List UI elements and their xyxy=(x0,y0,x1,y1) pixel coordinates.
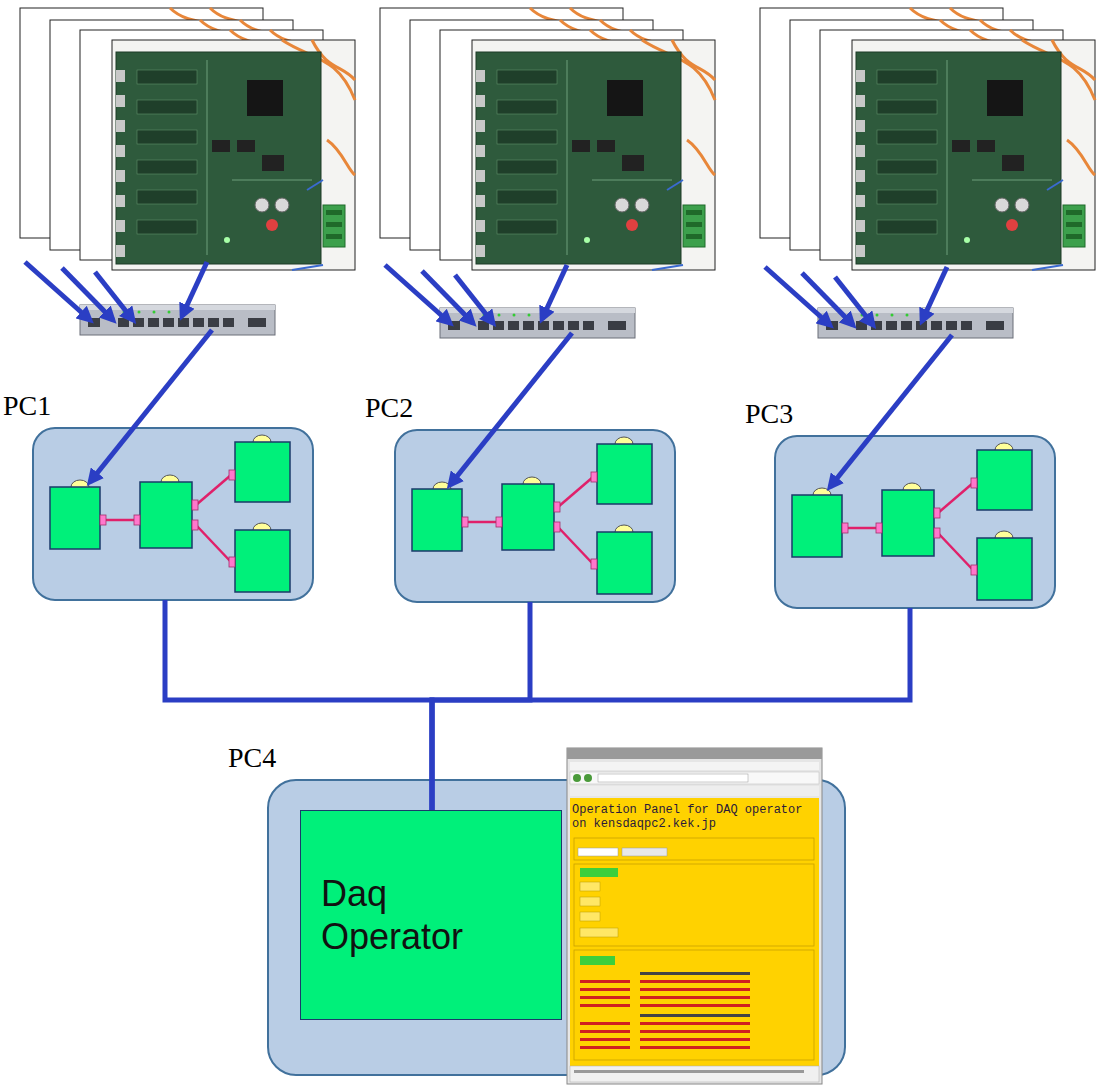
browser-screenshot-part xyxy=(580,980,630,983)
readout-boards xyxy=(760,8,1095,270)
browser-screenshot-part xyxy=(580,882,600,891)
browser-screenshot-part xyxy=(570,762,819,770)
browser-screenshot-part xyxy=(598,774,748,782)
pc-components xyxy=(775,436,1055,608)
browser-screenshot-part xyxy=(580,1022,630,1025)
pc-label: PC3 xyxy=(745,398,793,429)
browser-screenshot-part xyxy=(574,838,814,860)
browser-screenshot-part xyxy=(580,868,618,877)
browser-screenshot-part xyxy=(580,956,615,965)
network-link xyxy=(165,600,432,810)
readout-boards xyxy=(20,8,355,270)
browser-screenshot-part xyxy=(570,786,819,796)
process-box: Daq Operator xyxy=(300,810,562,1020)
browser-screenshot-part xyxy=(580,1038,630,1041)
browser-screenshot-part xyxy=(574,1070,804,1073)
browser-screenshot-part xyxy=(580,928,618,937)
browser-screenshot-part xyxy=(640,1046,750,1049)
network-switch xyxy=(818,308,1013,338)
browser-screenshot-part xyxy=(573,774,581,782)
data-arrows xyxy=(765,267,952,487)
readout-boards xyxy=(380,8,715,270)
pc-box: PC2 xyxy=(395,430,675,602)
pc-label: PC2 xyxy=(365,392,413,423)
pc-label-holder: PC3 xyxy=(745,399,793,430)
browser-screenshot-part xyxy=(640,1038,750,1041)
browser-screenshot-part xyxy=(578,848,618,856)
pc-label: PC4 xyxy=(228,742,276,773)
browser-screenshot-part xyxy=(640,988,750,991)
browser-screenshot-part xyxy=(570,1066,819,1082)
box-label: Daq Operator xyxy=(321,872,491,958)
pc-box: PC1 xyxy=(33,428,313,600)
network-switch xyxy=(440,308,635,338)
pc-box-outline xyxy=(268,780,845,1075)
browser-screenshot-part xyxy=(580,897,600,906)
browser-screenshot-part xyxy=(580,996,630,999)
browser-screenshot-part xyxy=(640,1004,750,1007)
browser-screenshot-part xyxy=(640,1030,750,1033)
pc-components xyxy=(395,430,675,602)
pc-box: PC3 xyxy=(775,436,1055,608)
browser-screenshot-part xyxy=(640,972,750,975)
browser-screenshot-part xyxy=(574,864,814,946)
pc-label-holder: PC1 xyxy=(3,391,51,422)
pc-label-holder: PC4 xyxy=(228,743,276,774)
browser-screenshot-part xyxy=(584,774,592,782)
browser-screenshot-part xyxy=(574,950,814,1060)
browser-screenshot-part xyxy=(570,798,819,1066)
pc-components xyxy=(33,428,313,600)
browser-screenshot-part xyxy=(640,980,750,983)
browser-screenshot-part xyxy=(640,1022,750,1025)
browser-screenshot-part xyxy=(567,748,822,1084)
browser-screenshot-part xyxy=(580,1030,630,1033)
browser-screenshot-part xyxy=(640,1014,750,1017)
browser-screenshot-part xyxy=(580,912,600,921)
pc-label-holder: PC2 xyxy=(365,393,413,424)
data-arrows xyxy=(385,265,572,485)
browser-screenshot-part xyxy=(580,1004,630,1007)
browser-screenshot-part xyxy=(567,748,822,759)
network-link xyxy=(432,602,530,810)
browser-screenshot-part xyxy=(580,1046,630,1049)
network-link xyxy=(432,608,910,810)
browser-screenshot-part xyxy=(580,988,630,991)
browser-screenshot-part xyxy=(640,996,750,999)
browser-screenshot-part xyxy=(622,848,667,856)
browser-screenshot xyxy=(567,748,822,1084)
pc-label: PC1 xyxy=(3,390,51,421)
screen-title: Operation Panel for DAQ operator on kens… xyxy=(572,803,810,832)
browser-screenshot-part xyxy=(570,772,819,784)
pc-box: PC4Daq Operator xyxy=(268,780,845,1075)
data-arrows xyxy=(25,262,212,482)
network-switch xyxy=(80,305,275,335)
